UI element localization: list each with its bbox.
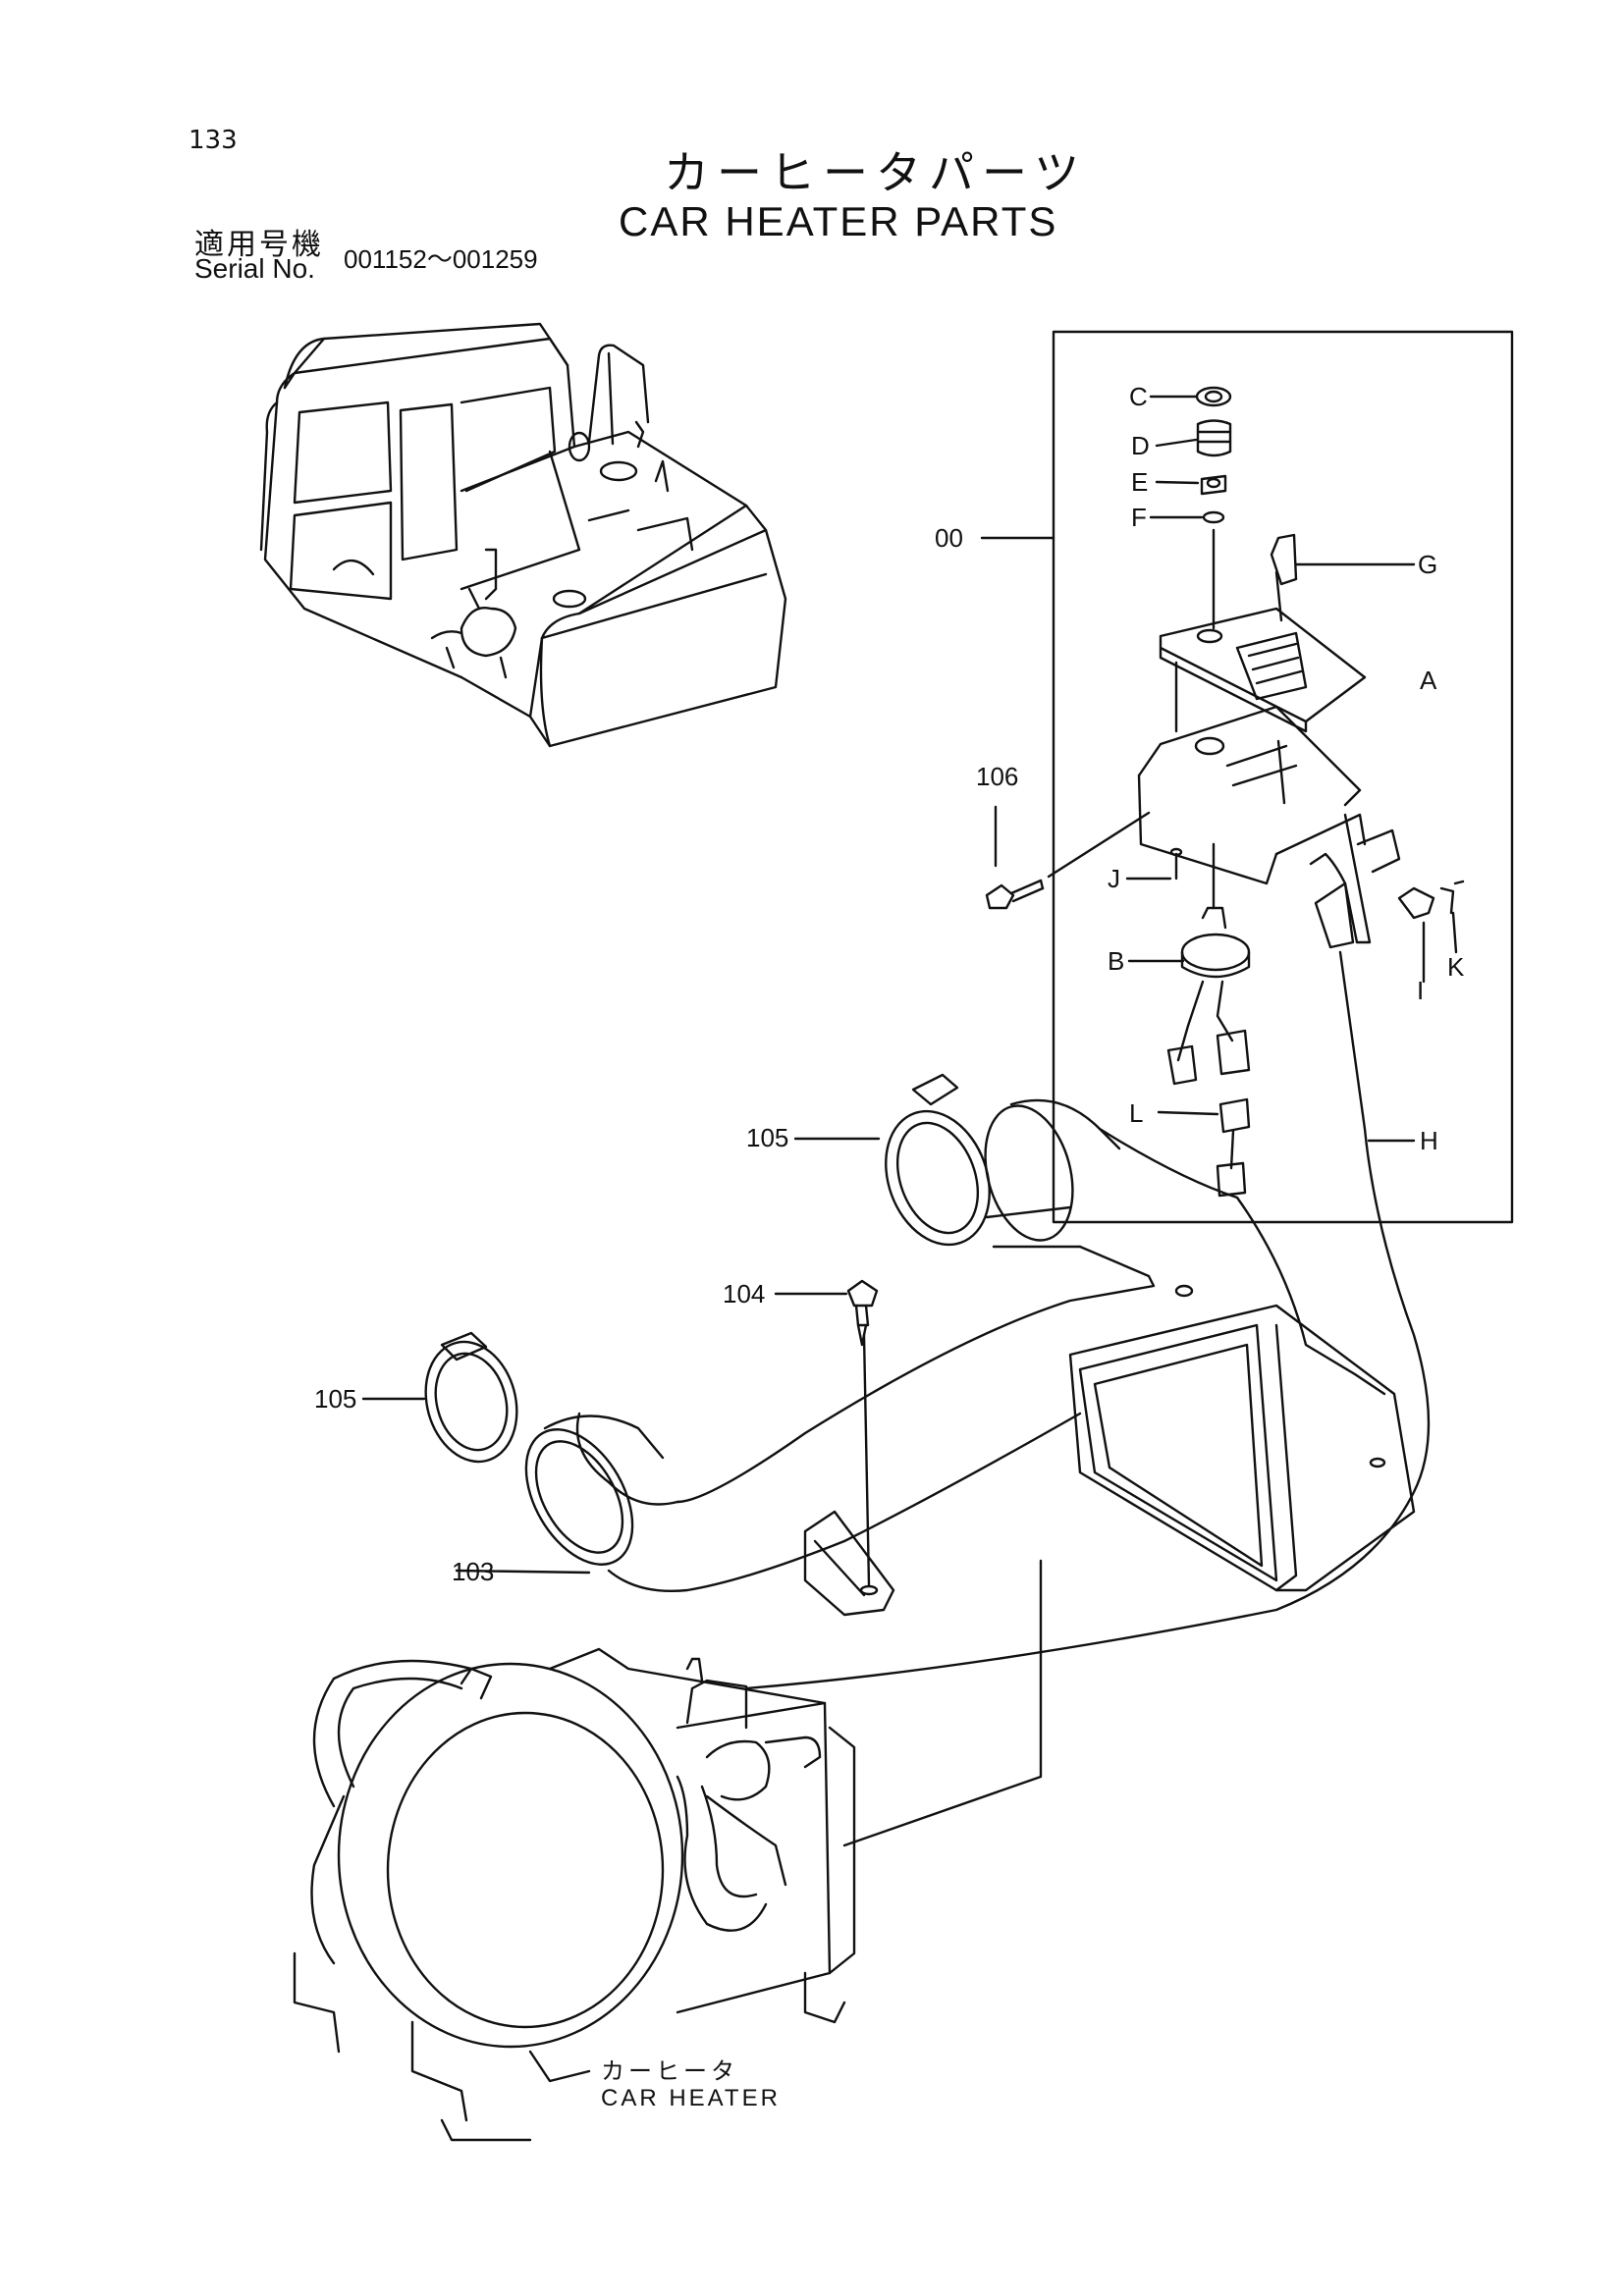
screw-J: [1125, 847, 1183, 881]
wire-connector: [1157, 1097, 1251, 1198]
page-number: 133: [189, 126, 238, 155]
callout-B: B: [1108, 946, 1124, 976]
callout-106: 106: [976, 762, 1018, 791]
bolt-104: [774, 1279, 879, 1347]
callout-L: L: [1129, 1098, 1143, 1128]
panel-knob: [1270, 533, 1416, 586]
car-heater-label: CAR HEATER: [601, 2085, 781, 2111]
bolt-106: [985, 805, 1151, 910]
car-heater-label-japanese: カーヒータ: [601, 2057, 738, 2085]
callout-H: H: [1420, 1126, 1438, 1155]
air-duct: [455, 1098, 1416, 1847]
callout-G: G: [1418, 550, 1437, 579]
serial-range: 001152～001259: [344, 244, 538, 274]
callout-D: D: [1131, 431, 1150, 460]
switch-knob-stack: [1149, 386, 1232, 630]
callout-C: C: [1129, 382, 1148, 411]
machine-overview-drawing: [259, 322, 787, 748]
serial-label: Serial No.: [194, 253, 315, 284]
clip-and-screw: [1397, 880, 1465, 984]
hose-clamp-lower: [361, 1331, 518, 1464]
hose-clamp-upper: [793, 1073, 991, 1247]
serial-label-japanese: 適用号機: [194, 228, 324, 262]
callout-I: I: [1417, 976, 1424, 1005]
callout-F: F: [1131, 503, 1147, 532]
callout-00: 00: [935, 523, 963, 553]
rotary-switch: [1127, 906, 1251, 1086]
callout-A: A: [1420, 666, 1437, 695]
panel-plate: [1159, 570, 1367, 733]
callout-E: E: [1131, 467, 1148, 497]
panel-bracket: [1137, 661, 1401, 949]
callout-105-upper: 105: [746, 1123, 788, 1152]
control-panel-box: [980, 330, 1514, 1224]
callout-103: 103: [452, 1557, 494, 1586]
page-title: CAR HEATER PARTS: [619, 198, 1058, 244]
callout-J: J: [1108, 864, 1120, 893]
callout-105-lower: 105: [314, 1384, 356, 1414]
callout-K: K: [1447, 952, 1465, 982]
car-heater-unit: [293, 1647, 856, 2142]
page-title-japanese: カーヒータパーツ: [664, 146, 1088, 199]
callout-104: 104: [723, 1279, 765, 1308]
